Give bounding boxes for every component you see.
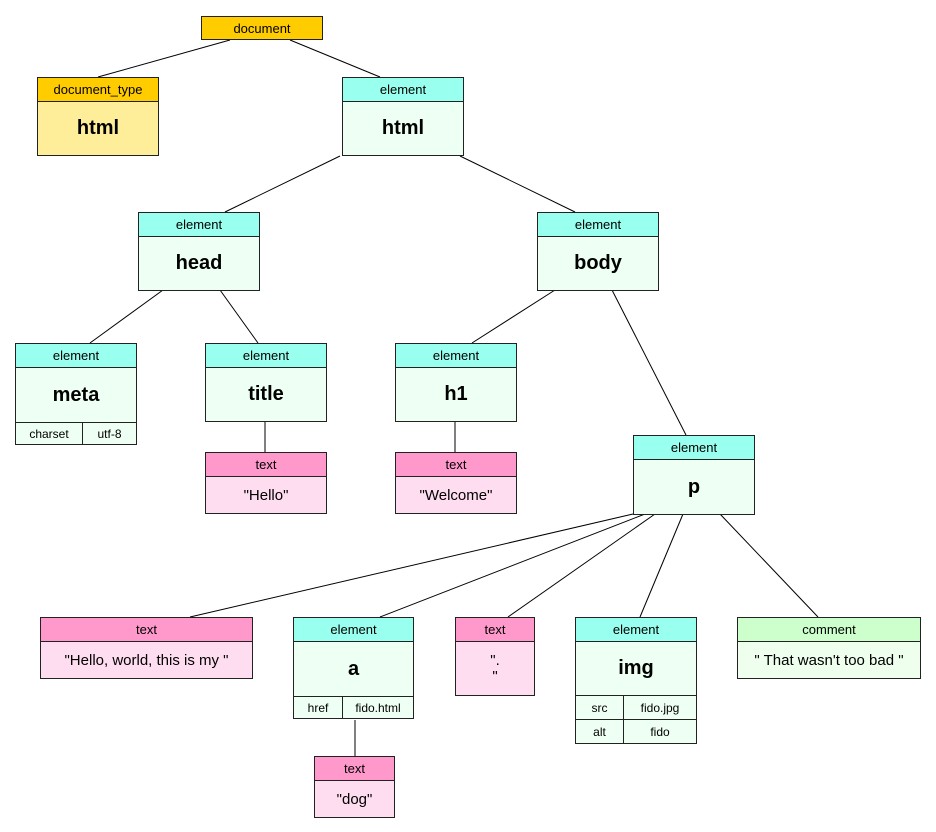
attribute-value: fido.html xyxy=(342,696,414,719)
node-document-type: document_type html xyxy=(37,77,159,156)
node-type-label: element xyxy=(294,618,413,642)
edge-p-text1 xyxy=(189,513,634,618)
attribute-name: href xyxy=(293,696,343,719)
attribute-value: fido xyxy=(623,719,697,744)
edge-html-head xyxy=(224,155,341,213)
node-content: img xyxy=(576,642,696,695)
attribute-row: src fido.jpg xyxy=(575,695,697,720)
node-head-element: element head xyxy=(138,212,260,291)
node-h1-text: text "Welcome" xyxy=(395,452,517,514)
attribute-name: charset xyxy=(15,422,83,445)
node-content: body xyxy=(538,237,658,290)
node-content: p xyxy=(634,460,754,514)
edge-html-body xyxy=(459,155,576,213)
node-p-text-2: text ". " xyxy=(455,617,535,696)
node-type-label: element xyxy=(343,78,463,102)
node-content: html xyxy=(343,102,463,155)
node-type-label: comment xyxy=(738,618,920,642)
attribute-name: src xyxy=(575,695,624,720)
node-title-text: text "Hello" xyxy=(205,452,327,514)
node-content: "Hello, world, this is my " xyxy=(41,642,252,678)
node-type-label: text xyxy=(456,618,534,642)
attribute-value: fido.jpg xyxy=(623,695,697,720)
node-content: head xyxy=(139,237,259,290)
attribute-row: alt fido xyxy=(575,719,697,744)
node-type-label: document_type xyxy=(38,78,158,102)
node-type-label: element xyxy=(634,436,754,460)
img-attributes: src fido.jpg alt fido xyxy=(575,695,697,744)
edge-p-comment xyxy=(719,513,819,618)
edge-document-html xyxy=(289,39,381,78)
meta-attributes: charset utf-8 xyxy=(15,422,137,445)
node-content: "dog" xyxy=(315,781,394,817)
node-content: html xyxy=(38,102,158,155)
edge-document-doctype xyxy=(97,39,231,78)
node-content: "Welcome" xyxy=(396,477,516,513)
node-html-element: element html xyxy=(342,77,464,156)
node-meta-element: element meta xyxy=(15,343,137,423)
node-img-element: element img xyxy=(575,617,697,696)
node-body-element: element body xyxy=(537,212,659,291)
node-p-text-1: text "Hello, world, this is my " xyxy=(40,617,253,679)
node-type-label: text xyxy=(315,757,394,781)
node-document: document xyxy=(201,16,323,40)
node-type-label: element xyxy=(396,344,516,368)
attribute-value: utf-8 xyxy=(82,422,137,445)
node-type-label: text xyxy=(41,618,252,642)
attribute-name: alt xyxy=(575,719,624,744)
node-content: ". " xyxy=(456,642,534,695)
node-comment: comment " That wasn't too bad " xyxy=(737,617,921,679)
node-a-text: text "dog" xyxy=(314,756,395,818)
node-type-label: element xyxy=(139,213,259,237)
attribute-row: charset utf-8 xyxy=(15,422,137,445)
node-content: meta xyxy=(16,368,136,422)
edge-p-text2 xyxy=(507,513,656,618)
node-title-element: element title xyxy=(205,343,327,422)
node-type-label: text xyxy=(396,453,516,477)
node-content: " That wasn't too bad " xyxy=(738,642,920,678)
node-type-label: text xyxy=(206,453,326,477)
node-type-label: document xyxy=(202,17,322,39)
node-type-label: element xyxy=(16,344,136,368)
edge-body-p xyxy=(611,289,687,436)
node-content: a xyxy=(294,642,413,696)
node-type-label: element xyxy=(576,618,696,642)
node-a-element: element a xyxy=(293,617,414,697)
edge-p-a xyxy=(379,513,646,618)
node-content: h1 xyxy=(396,368,516,421)
attribute-row: href fido.html xyxy=(293,696,414,719)
node-h1-element: element h1 xyxy=(395,343,517,422)
edge-p-img xyxy=(639,513,684,618)
node-p-element: element p xyxy=(633,435,755,515)
node-content: title xyxy=(206,368,326,421)
node-content: "Hello" xyxy=(206,477,326,513)
edge-body-h1 xyxy=(471,289,556,344)
a-attributes: href fido.html xyxy=(293,696,414,719)
edge-head-meta xyxy=(89,289,164,344)
node-type-label: element xyxy=(538,213,658,237)
edge-head-title xyxy=(219,289,259,344)
node-type-label: element xyxy=(206,344,326,368)
